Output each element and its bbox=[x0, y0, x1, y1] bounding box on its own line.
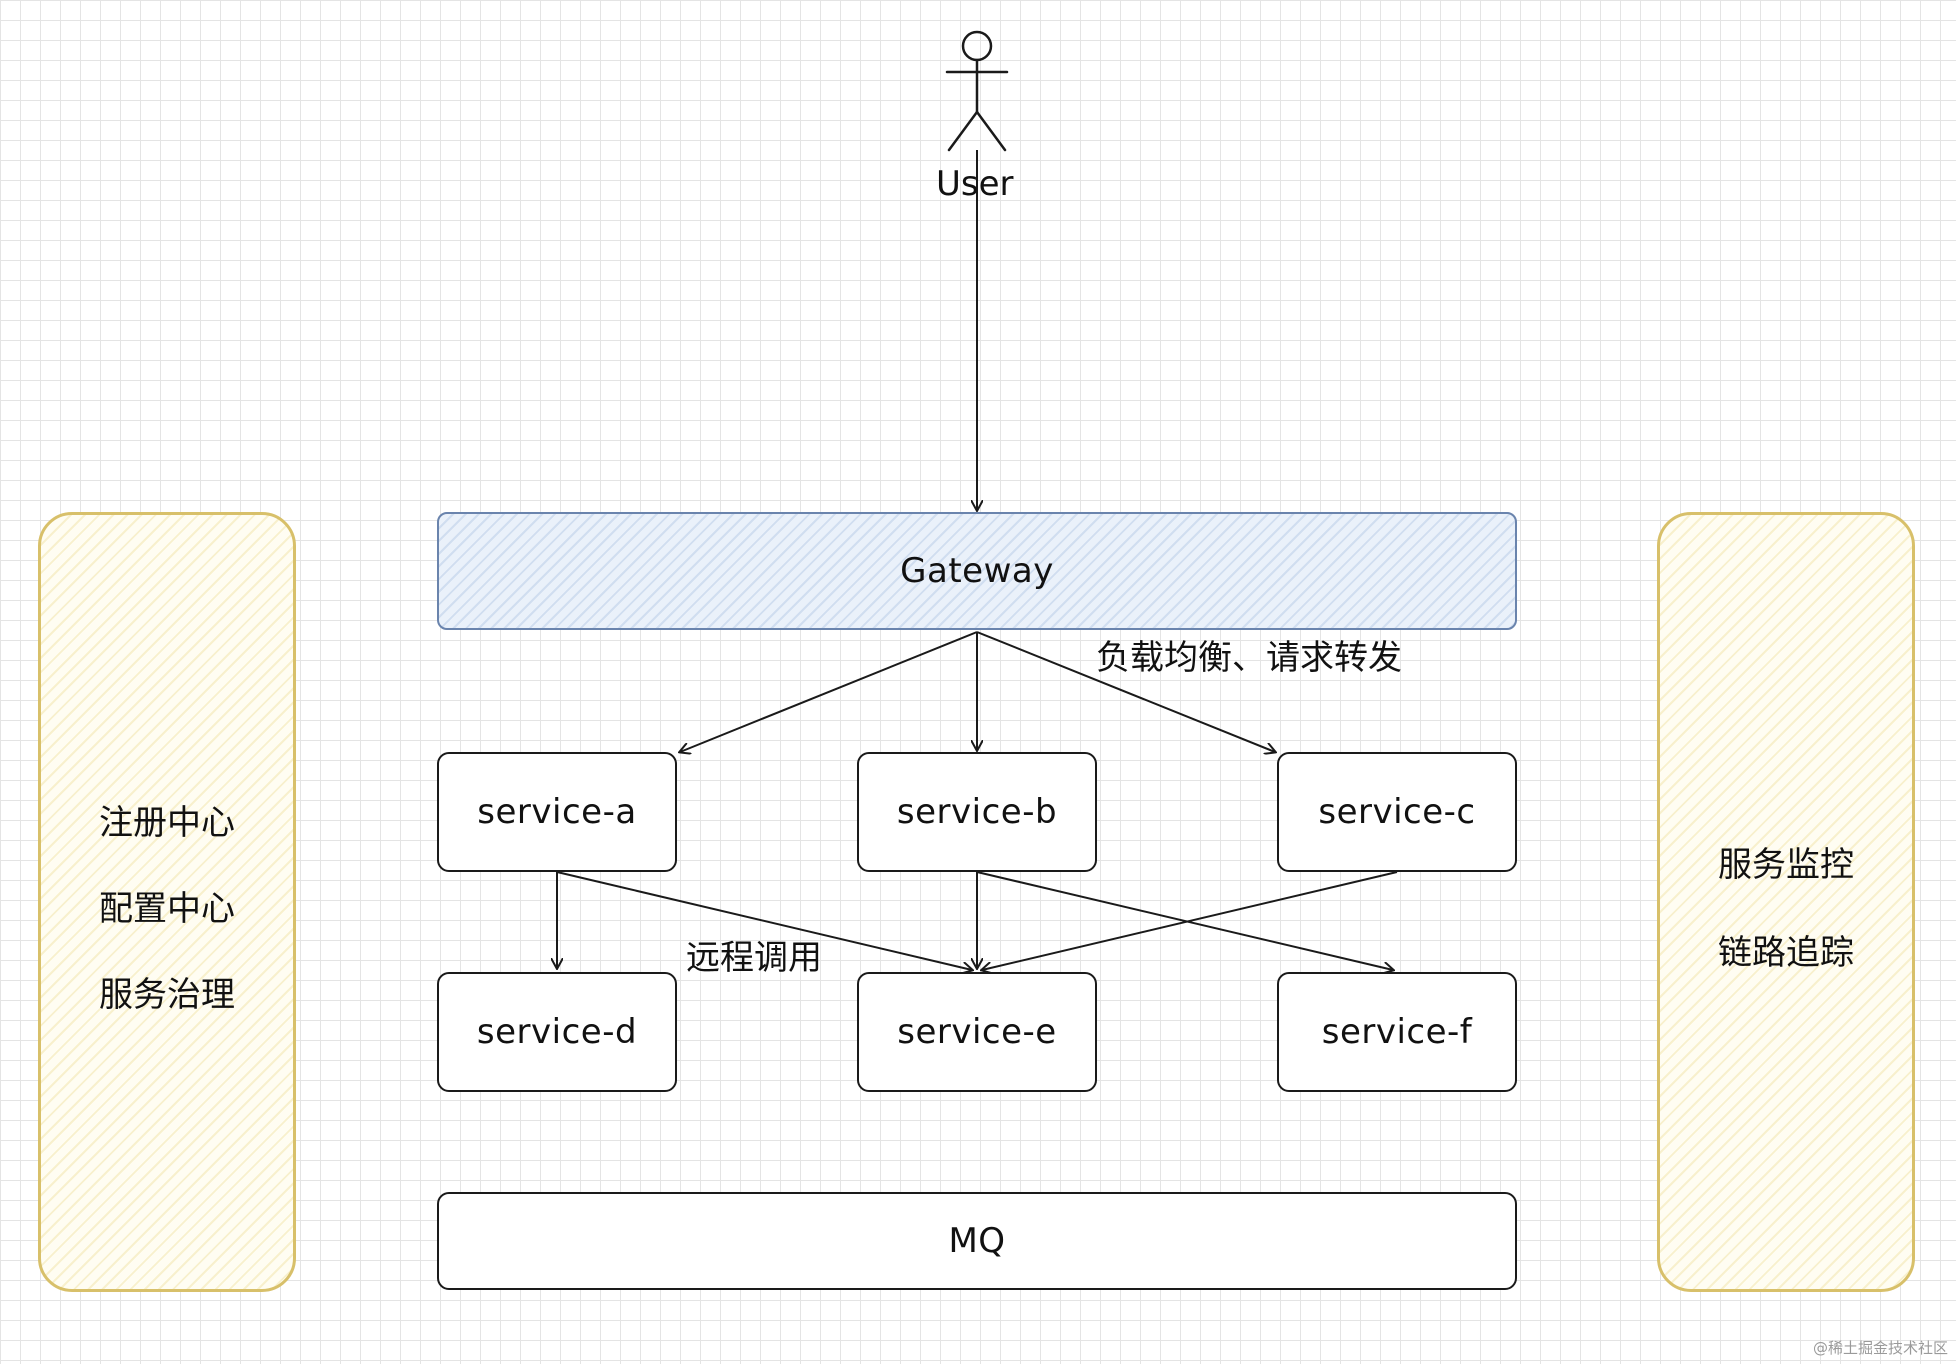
arrow-service-c-service-e bbox=[982, 871, 1398, 970]
service-c-box: service-c bbox=[1277, 752, 1517, 872]
service-b-label: service-b bbox=[896, 792, 1058, 832]
service-e-label: service-e bbox=[897, 1012, 1057, 1052]
gateway-label: Gateway bbox=[900, 551, 1054, 591]
load-balance-label: 负载均衡、请求转发 bbox=[1096, 638, 1402, 678]
arrow-service-b-service-f bbox=[976, 871, 1393, 970]
arrow-service-a-service-e bbox=[556, 871, 972, 970]
arrow-gateway-service-a bbox=[680, 631, 978, 752]
service-d-box: service-d bbox=[437, 972, 677, 1092]
panel-item-governance: 服务治理 bbox=[99, 975, 235, 1015]
mq-box: MQ bbox=[437, 1192, 1517, 1290]
gateway-box: Gateway bbox=[437, 512, 1517, 630]
service-d-label: service-d bbox=[476, 1012, 638, 1052]
arrow-gateway-service-c bbox=[976, 631, 1275, 752]
service-a-label: service-a bbox=[477, 792, 637, 832]
left-infrastructure-panel: 注册中心 配置中心 服务治理 bbox=[38, 512, 296, 1292]
user-label: User bbox=[936, 164, 1014, 204]
remote-call-label: 远程调用 bbox=[686, 938, 822, 978]
service-a-box: service-a bbox=[437, 752, 677, 872]
user-icon bbox=[945, 30, 1009, 152]
panel-item-monitoring: 服务监控 bbox=[1718, 845, 1854, 885]
panel-item-config: 配置中心 bbox=[99, 889, 235, 929]
panel-item-registry: 注册中心 bbox=[99, 803, 235, 843]
mq-label: MQ bbox=[948, 1221, 1006, 1261]
watermark: @稀土掘金技术社区 bbox=[1812, 1339, 1948, 1357]
service-e-box: service-e bbox=[857, 972, 1097, 1092]
service-f-box: service-f bbox=[1277, 972, 1517, 1092]
service-b-box: service-b bbox=[857, 752, 1097, 872]
service-f-label: service-f bbox=[1321, 1012, 1473, 1052]
service-c-label: service-c bbox=[1318, 792, 1476, 832]
right-observability-panel: 服务监控 链路追踪 bbox=[1657, 512, 1915, 1292]
panel-item-tracing: 链路追踪 bbox=[1718, 933, 1854, 973]
